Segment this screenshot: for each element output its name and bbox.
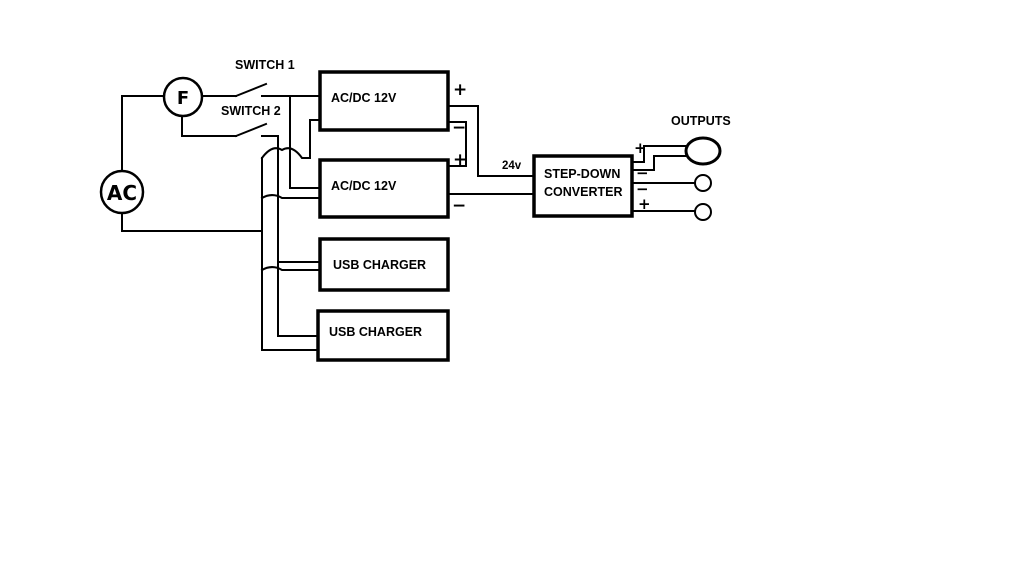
switch-2-blade <box>234 122 268 138</box>
outputs-label: OUTPUTS <box>671 114 731 128</box>
converter-label-line2: CONVERTER <box>544 185 622 199</box>
step-down-converter: STEP-DOWN CONVERTER <box>532 154 634 218</box>
wire-switch2-to-usb2 <box>277 261 321 337</box>
usb-charger-top-box <box>318 237 450 292</box>
wire-return-hop-2 <box>260 266 321 272</box>
acdc-top-minus-sign: − <box>452 118 466 138</box>
wire-return-hop-1 <box>260 194 321 200</box>
acdc-bottom-plus-sign: + <box>453 150 467 170</box>
acdc-bottom-label: AC/DC 12V <box>331 179 397 193</box>
switch-1-blade <box>234 82 268 98</box>
switch-1-label: SWITCH 1 <box>235 58 295 72</box>
wire-switch1-out <box>261 95 321 189</box>
acdc-bottom-minus-sign: − <box>452 196 466 216</box>
usb-charger-bottom-box <box>316 309 450 362</box>
switch-2-label: SWITCH 2 <box>221 104 281 118</box>
wire-series-link <box>447 121 467 167</box>
acdc-top-box <box>318 70 450 132</box>
ac-source-label: AC <box>107 181 137 205</box>
usb-charger-bottom: USB CHARGER <box>316 309 450 362</box>
output-2-minus-sign: − <box>636 180 649 198</box>
fuse: F <box>162 76 204 118</box>
wire-out-plus-1 <box>631 145 687 163</box>
wire-top-acdc-plus <box>447 105 535 177</box>
wire-return-bus <box>260 119 321 160</box>
acdc-top-label: AC/DC 12V <box>331 91 397 105</box>
wires <box>121 82 695 351</box>
output-1-plus-sign: + <box>634 139 647 157</box>
wire-ac-return <box>121 211 263 232</box>
converter-label-line1: STEP-DOWN <box>544 167 620 181</box>
acdc-bottom: AC/DC 12V <box>318 158 450 219</box>
output-3-plus-sign: + <box>638 195 651 213</box>
wire-fuse-to-switch2 <box>181 115 237 137</box>
wire-out-minus-1 <box>631 155 687 171</box>
ac-source-circle <box>99 169 145 215</box>
output-1-terminal <box>684 136 722 166</box>
acdc-top-plus-sign: + <box>453 80 467 100</box>
acdc-bottom-box <box>318 158 450 219</box>
usb-charger-bottom-label: USB CHARGER <box>329 325 422 339</box>
wire-switch2-out <box>261 135 321 263</box>
output-3-terminal <box>694 203 712 221</box>
output-1-minus-sign: − <box>636 164 649 182</box>
usb-charger-top-label: USB CHARGER <box>333 258 426 272</box>
acdc-top: AC/DC 12V <box>318 70 450 132</box>
fuse-label: F <box>177 88 189 109</box>
usb-charger-top: USB CHARGER <box>318 237 450 292</box>
step-down-converter-box <box>532 154 634 218</box>
ac-source: AC <box>99 169 145 215</box>
output-2-terminal <box>694 174 712 192</box>
wire-return-bus-vertical <box>261 157 321 351</box>
fuse-circle <box>162 76 204 118</box>
wire-ac-to-fuse <box>121 95 165 173</box>
voltage-label: 24v <box>502 160 522 172</box>
